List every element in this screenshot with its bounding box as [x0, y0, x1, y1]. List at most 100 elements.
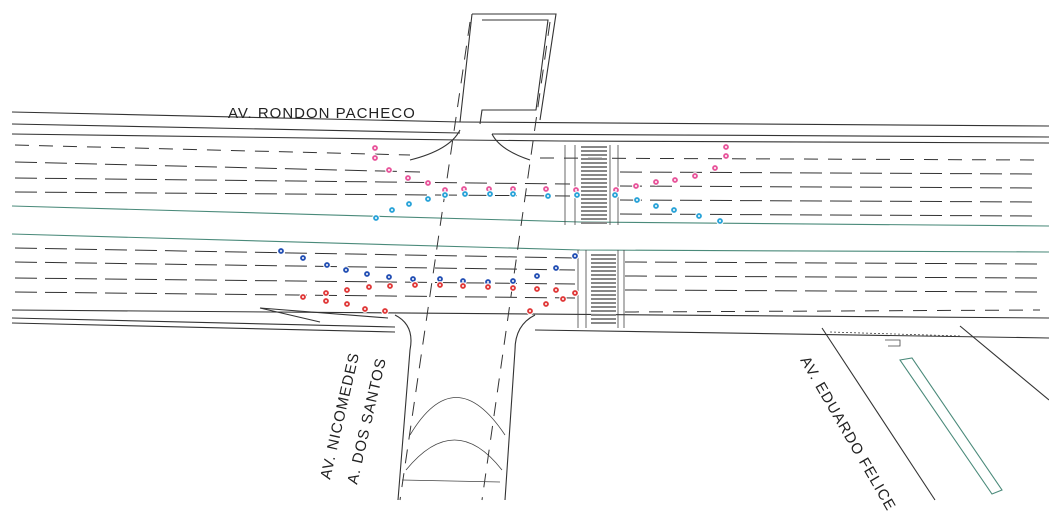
signal-dot-center [463, 188, 465, 190]
signal-dot-center [407, 177, 409, 179]
crosswalk-stripe [591, 306, 616, 308]
crosswalk-stripe [581, 158, 607, 160]
crosswalk-stripe [591, 302, 616, 304]
traffic-signal-icon [533, 285, 541, 293]
signal-dot-center [464, 193, 466, 195]
signal-dot-center [512, 193, 514, 195]
crosswalk-stripe [581, 154, 607, 156]
crosswalk-stripe [591, 290, 616, 292]
traffic-signal-icon [436, 281, 444, 289]
traffic-signal-icon [573, 191, 581, 199]
signal-dot-center [364, 308, 366, 310]
traffic-signal-icon [404, 174, 412, 182]
stop-lines [564, 145, 625, 328]
signal-dot-center [615, 189, 617, 191]
signal-dot-center [698, 215, 700, 217]
crosswalk-stripe [581, 150, 607, 152]
signal-dot-center [536, 275, 538, 277]
signal-dot-center [302, 296, 304, 298]
crosswalk-stripe [591, 282, 616, 284]
signal-dot-center [489, 193, 491, 195]
traffic-signal-icon [544, 192, 552, 200]
signal-dot-center [326, 264, 328, 266]
signal-dot-center [391, 209, 393, 211]
traffic-signal-icon [459, 282, 467, 290]
signal-dot-center [366, 273, 368, 275]
traffic-signal-icon [722, 143, 730, 151]
crosswalk-stripe [581, 210, 607, 212]
signal-dot-center [389, 285, 391, 287]
traffic-signal-icon [342, 266, 350, 274]
label-eduardo: AV. EDUARDO FELICE [797, 354, 899, 515]
traffic-signal-icon [716, 217, 724, 225]
median [11, 205, 1049, 253]
signal-dot-center [545, 303, 547, 305]
traffic-signal-icon [322, 297, 330, 305]
traffic-signal-icon [385, 273, 393, 281]
crosswalk-stripe [581, 194, 607, 196]
traffic-signal-icon [486, 190, 494, 198]
signal-dot-center [439, 278, 441, 280]
signal-dot-center [694, 175, 696, 177]
signal-dot-center [444, 194, 446, 196]
traffic-signal-icon [652, 178, 660, 186]
signal-dot-center [388, 169, 390, 171]
signal-dot-center [414, 284, 416, 286]
cross-street [259, 13, 557, 501]
traffic-signal-icon [526, 307, 534, 315]
crosswalk-stripe [591, 286, 616, 288]
traffic-signal-icon [509, 190, 517, 198]
signal-dot-center [536, 288, 538, 290]
traffic-signal-icon [386, 282, 394, 290]
traffic-signal-icon [542, 185, 550, 193]
traffic-signal-icon [299, 254, 307, 262]
crosswalk-stripe [581, 186, 607, 188]
traffic-signal-icon [671, 176, 679, 184]
signal-dot-center [462, 285, 464, 287]
traffic-signal-icon [409, 275, 417, 283]
crosswalk-stripe [581, 162, 607, 164]
signal-dot-center [384, 310, 386, 312]
traffic-signal-icon [533, 272, 541, 280]
signal-dot-center [325, 300, 327, 302]
traffic-signal-icon [385, 166, 393, 174]
crosswalk-stripe [591, 266, 616, 268]
traffic-signal-icon [441, 191, 449, 199]
lane-markings-north [14, 144, 1041, 217]
signal-dot-center [374, 147, 376, 149]
signal-dot-center [674, 179, 676, 181]
traffic-signal-icon [323, 261, 331, 269]
signal-dot-center [725, 146, 727, 148]
traffic-signal-icon [405, 200, 413, 208]
signal-dot-center [673, 209, 675, 211]
crosswalk-stripe [591, 258, 616, 260]
traffic-signal-icon [388, 206, 396, 214]
crosswalk-stripe [581, 166, 607, 168]
signal-dot-center [408, 203, 410, 205]
signal-dot-center [427, 182, 429, 184]
crosswalk-stripe [581, 198, 607, 200]
traffic-signal-icon [411, 281, 419, 289]
signal-dot-center [636, 199, 638, 201]
crosswalk-stripe [581, 202, 607, 204]
traffic-signal-icon [381, 307, 389, 315]
traffic-signal-icon [371, 154, 379, 162]
traffic-signal-icon [424, 179, 432, 187]
crosswalk-stripe [581, 222, 607, 224]
crosswalk-stripe [591, 278, 616, 280]
crosswalk-stripe [581, 218, 607, 220]
signal-dot-center [444, 189, 446, 191]
signal-dot-center [368, 286, 370, 288]
traffic-signal-icon [365, 283, 373, 291]
traffic-signal-icon [371, 144, 379, 152]
crosswalk-stripe [591, 262, 616, 264]
traffic-signal-icon [509, 284, 517, 292]
traffic-signal-icon [571, 289, 579, 297]
crosswalk-stripe [581, 182, 607, 184]
traffic-signal-icon [461, 190, 469, 198]
signal-dot-center [487, 286, 489, 288]
signal-dot-center [488, 188, 490, 190]
crosswalk-stripe [581, 190, 607, 192]
traffic-signal-icon [542, 300, 550, 308]
signal-dot-center [714, 167, 716, 169]
